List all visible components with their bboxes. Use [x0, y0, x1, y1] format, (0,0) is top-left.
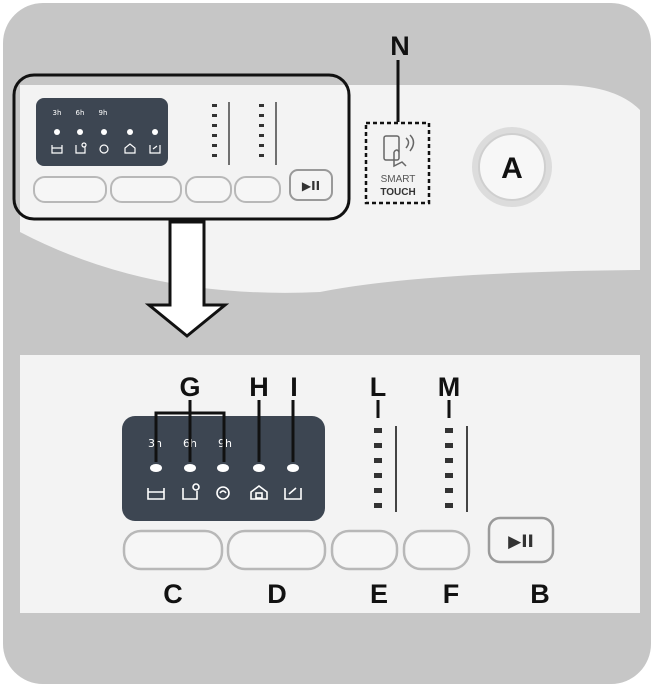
label-h: H: [249, 372, 269, 402]
basin-icon: [147, 488, 165, 500]
top-button-f[interactable]: [234, 176, 281, 203]
top-button-d[interactable]: [110, 176, 182, 203]
top-play-pause-button[interactable]: [289, 169, 333, 201]
label-n: N: [390, 31, 410, 61]
top-play-pause-glyph: ▶II: [302, 179, 320, 193]
label-f: F: [443, 579, 460, 609]
zoom-icon-row: [147, 483, 302, 500]
label-g: G: [179, 372, 200, 402]
top-time-3h: 3h: [53, 109, 62, 117]
zoom-arrow: [144, 220, 230, 338]
top-icon-row: [51, 142, 161, 154]
top-time-6h: 6h: [76, 109, 85, 117]
label-c: C: [163, 579, 183, 609]
bag-icon: [182, 483, 200, 500]
smart-text: SMART: [381, 174, 416, 185]
smart-touch-box: [364, 121, 431, 205]
button-f[interactable]: [402, 529, 471, 571]
label-l: L: [370, 372, 387, 402]
level-dots-m: [445, 428, 453, 508]
zoom-led-row: [150, 464, 299, 472]
refill-icon: [284, 487, 302, 500]
label-a: A: [501, 152, 523, 185]
label-i: I: [290, 372, 298, 402]
play-pause-glyph: ▶II: [508, 532, 534, 552]
button-e[interactable]: [330, 529, 399, 571]
top-level-dots-1: [212, 104, 217, 157]
top-button-c[interactable]: [33, 176, 107, 203]
touch-text: TOUCH: [380, 187, 415, 198]
top-time-9h: 9h: [99, 109, 108, 117]
label-e: E: [370, 579, 388, 609]
zoom-highlight-box: [12, 73, 351, 221]
lock-icon: [250, 485, 268, 500]
top-level-dots-2: [259, 104, 264, 157]
spin-icon: [216, 486, 230, 500]
label-b: B: [530, 579, 550, 609]
top-button-e[interactable]: [185, 176, 232, 203]
label-d: D: [267, 579, 287, 609]
smart-touch-icon: [383, 134, 415, 168]
play-pause-button[interactable]: [487, 516, 555, 564]
button-c[interactable]: [122, 529, 224, 571]
zoom-panel: [20, 355, 640, 613]
top-led-row: [54, 129, 158, 135]
power-knob[interactable]: [478, 133, 546, 201]
level-dots-l: [374, 428, 382, 508]
button-d[interactable]: [226, 529, 327, 571]
label-m: M: [438, 372, 461, 402]
